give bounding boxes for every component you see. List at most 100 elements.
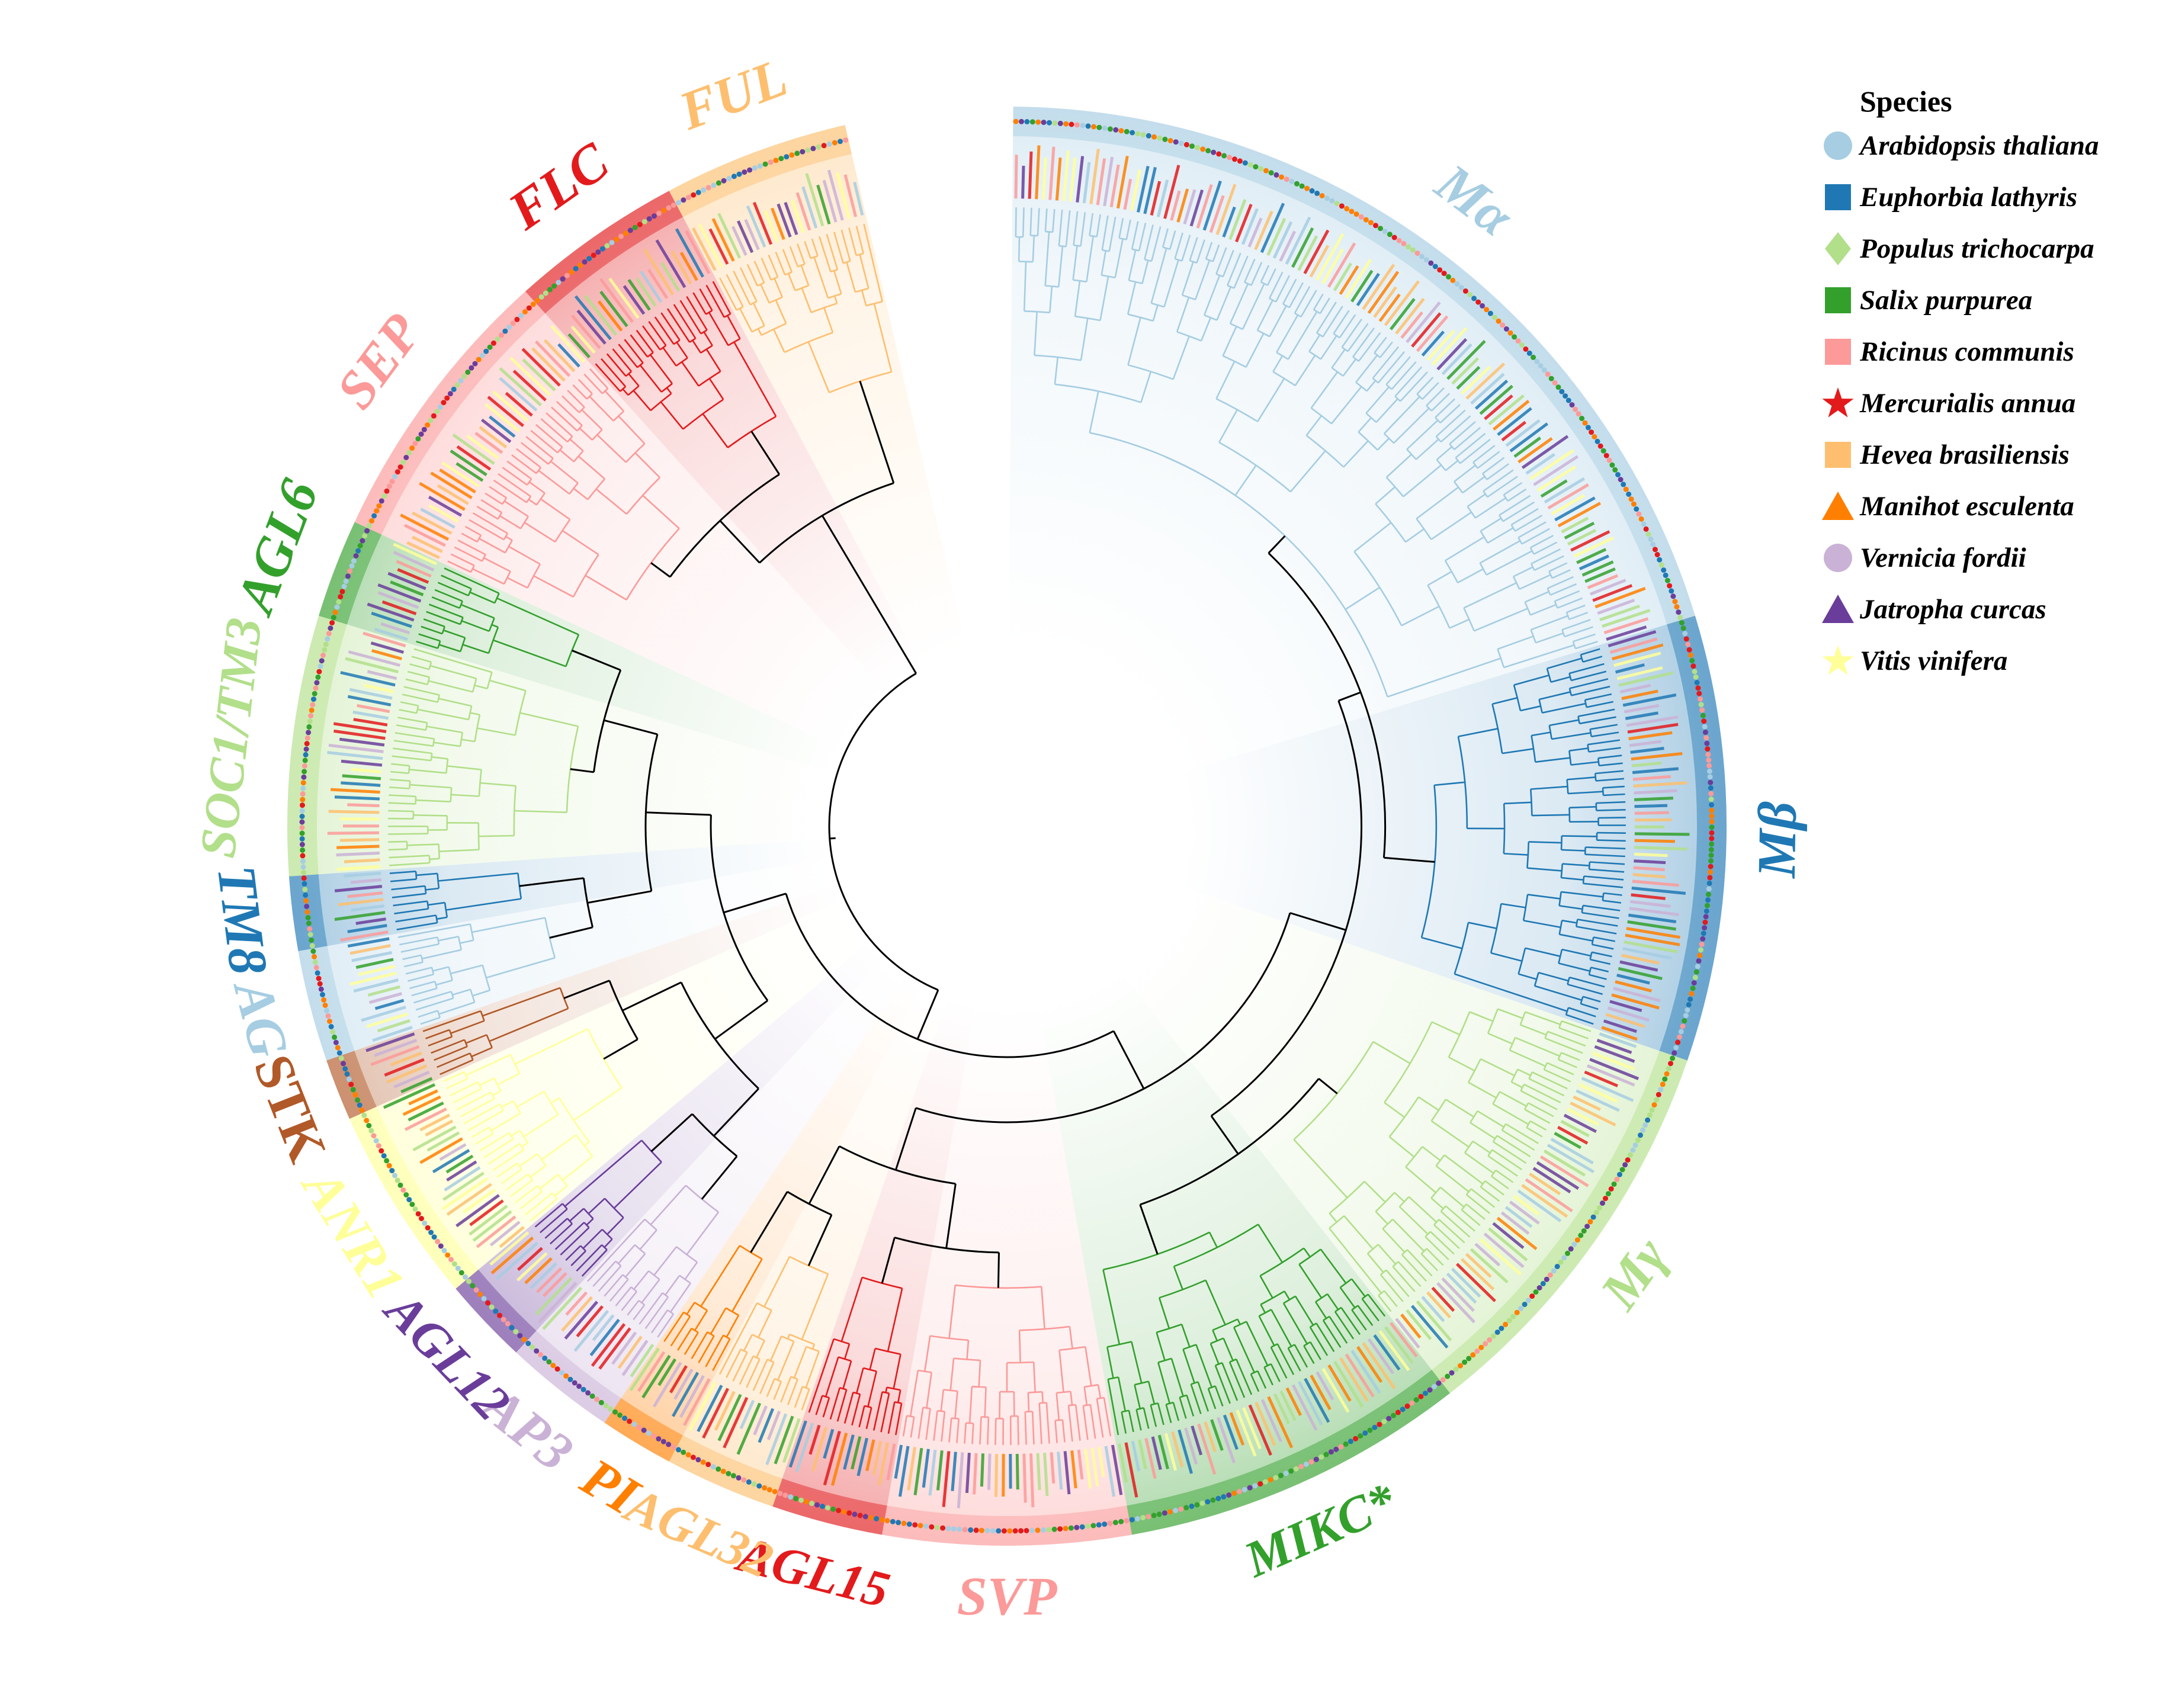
- species-dot: [1705, 897, 1711, 903]
- leaf-label: [599, 290, 628, 328]
- species-dot: [1703, 914, 1709, 920]
- species-dot: [1662, 1076, 1668, 1082]
- species-dot: [1252, 1483, 1258, 1489]
- species-dot: [1194, 1502, 1200, 1508]
- leaf-label: [1631, 893, 1666, 900]
- species-dot: [1329, 198, 1335, 204]
- branch: [1527, 867, 1562, 872]
- branch-arc: [1568, 750, 1572, 765]
- branch: [1186, 1395, 1195, 1417]
- leaf-label: [1350, 1350, 1381, 1394]
- branch: [940, 1389, 945, 1411]
- branch: [824, 1357, 839, 1397]
- branch-arc: [578, 406, 585, 413]
- branch: [425, 1029, 450, 1039]
- branch-arc: [1382, 1218, 1394, 1229]
- branch: [1487, 476, 1518, 498]
- branch: [413, 648, 492, 673]
- leaf-label: [351, 904, 384, 912]
- branch: [843, 1343, 851, 1360]
- branch: [586, 1218, 594, 1226]
- species-dot: [1146, 133, 1151, 139]
- species-dot: [1096, 124, 1102, 130]
- branch: [475, 1133, 494, 1145]
- leaf-label: [1579, 554, 1609, 570]
- branch: [1339, 1287, 1356, 1308]
- branch: [1568, 611, 1589, 621]
- branch: [399, 936, 438, 946]
- legend-item: Ricinus communis: [1818, 326, 2150, 377]
- branch-arc: [1588, 862, 1591, 869]
- branch-arc: [1420, 1248, 1427, 1255]
- branch: [1259, 1275, 1273, 1299]
- leaf-label: [598, 1327, 631, 1370]
- branch-arc: [1589, 952, 1593, 960]
- species-dot: [636, 1424, 642, 1430]
- legend-item: Vernicia fordii: [1818, 532, 2150, 583]
- branch: [530, 430, 559, 454]
- species-dot: [392, 1173, 397, 1179]
- species-dot: [1645, 1117, 1651, 1123]
- species-dot: [335, 1045, 341, 1051]
- branch-arc: [736, 306, 744, 311]
- branch: [1595, 770, 1624, 775]
- square-marker-icon: [1818, 332, 1857, 371]
- species-dot: [1619, 1167, 1625, 1173]
- species-dot: [342, 1066, 348, 1072]
- branch: [472, 568, 505, 585]
- leaf-label: [1390, 1322, 1418, 1358]
- leaf-label: [452, 434, 495, 465]
- branch: [413, 814, 447, 817]
- leaf-label: [372, 1026, 413, 1042]
- backbone-branch: [604, 719, 658, 736]
- leaf-label: [402, 1095, 441, 1116]
- branch: [1341, 318, 1363, 348]
- branch: [625, 1253, 646, 1278]
- branch: [836, 1389, 848, 1422]
- species-dot: [591, 252, 596, 258]
- branch: [438, 1001, 475, 1015]
- species-dot: [1237, 1488, 1242, 1494]
- leaf-label: [1544, 477, 1585, 504]
- leaf-label: [611, 1331, 637, 1365]
- branch: [1519, 574, 1551, 590]
- branch: [466, 1034, 487, 1044]
- species-dot: [394, 1177, 400, 1183]
- leaf-label: [338, 898, 384, 907]
- leaf-label: [1156, 179, 1169, 217]
- branch: [1061, 1420, 1066, 1443]
- branch: [846, 262, 856, 293]
- branch: [528, 499, 537, 506]
- legend-label: Ricinus communis: [1860, 336, 2074, 367]
- branch: [1526, 1126, 1543, 1138]
- leaf-label: [957, 1452, 964, 1508]
- branch: [1200, 317, 1212, 341]
- branch: [1013, 1391, 1015, 1417]
- species-dot: [1024, 119, 1030, 124]
- species-dot: [1709, 841, 1715, 847]
- branch: [686, 1211, 720, 1256]
- species-dot: [1378, 226, 1383, 232]
- branch: [956, 1418, 960, 1443]
- branch: [1416, 486, 1459, 519]
- branch: [615, 1286, 632, 1306]
- species-dot: [627, 227, 633, 233]
- leaf-label: [1493, 400, 1530, 431]
- branch: [1315, 1301, 1327, 1319]
- leaf-label: [371, 611, 412, 628]
- branch: [1430, 1120, 1470, 1148]
- leaf-label: [412, 1125, 457, 1152]
- species-dot: [1698, 702, 1704, 708]
- branch-arc: [459, 617, 464, 625]
- leaf-label: [1619, 960, 1658, 972]
- leaf-label: [1451, 1267, 1481, 1298]
- leaf-label: [1631, 887, 1686, 895]
- branch: [1257, 1224, 1284, 1263]
- backbone-branch: [894, 1107, 917, 1170]
- branch: [1592, 943, 1614, 950]
- backbone-branch: [714, 1000, 768, 1040]
- branch: [679, 300, 702, 335]
- branch: [1070, 1391, 1073, 1405]
- branch: [533, 575, 574, 598]
- leaf-label: [843, 174, 858, 217]
